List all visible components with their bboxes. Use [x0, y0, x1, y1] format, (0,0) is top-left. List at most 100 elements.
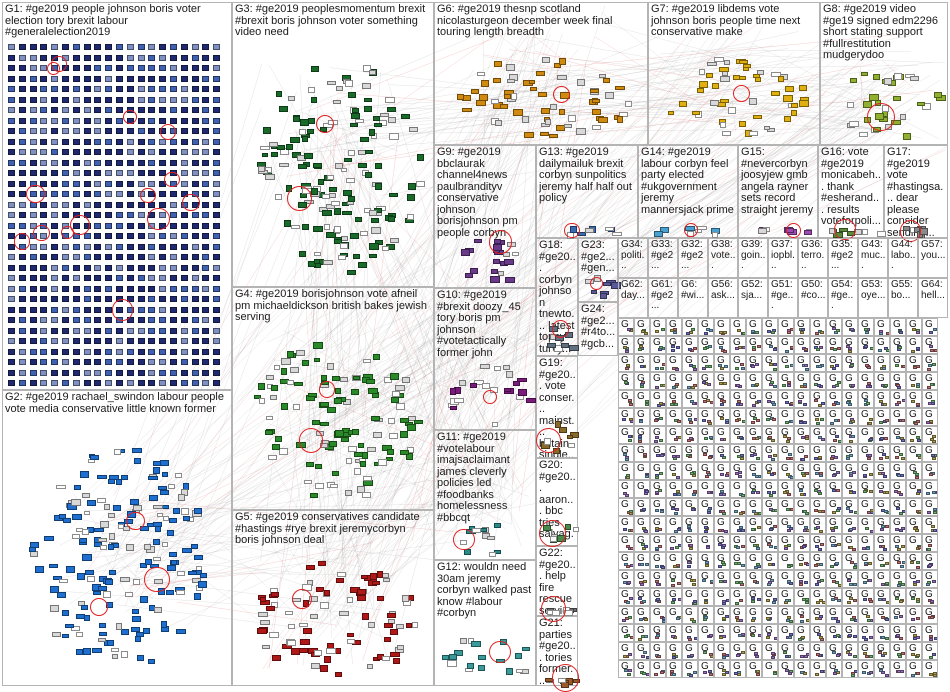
- small-group-label: G: [909, 374, 920, 385]
- node: [183, 516, 190, 522]
- node: [148, 44, 155, 50]
- node: [306, 565, 314, 570]
- small-group-label: G: [637, 464, 648, 475]
- small-group-panel: G: [874, 552, 890, 570]
- node: [132, 609, 140, 614]
- node: [84, 128, 91, 134]
- small-group-label: G: [797, 428, 808, 439]
- node: [84, 65, 91, 71]
- small-group-panel: G: [778, 588, 794, 606]
- small-group-label: G: [717, 608, 728, 619]
- node: [62, 370, 69, 376]
- node: [138, 212, 145, 218]
- small-group-label: G: [749, 608, 760, 619]
- node: [82, 529, 89, 535]
- small-group-label: G: [637, 482, 648, 493]
- node: [332, 376, 339, 381]
- small-group-label: G: [893, 644, 904, 655]
- small-group-label: G: [877, 428, 888, 439]
- node: [375, 163, 382, 170]
- node: [153, 522, 163, 527]
- node: [390, 238, 399, 243]
- node: [369, 210, 377, 216]
- small-group-label: G: [829, 536, 840, 547]
- small-group-panel: G: [714, 516, 730, 534]
- small-group-label: G33: #ge2...: [651, 240, 676, 272]
- node: [127, 212, 134, 218]
- node: [400, 431, 408, 438]
- node: [367, 664, 373, 669]
- node: [114, 449, 121, 455]
- node: [84, 97, 91, 103]
- node: [160, 490, 170, 495]
- node: [213, 191, 220, 197]
- node: [170, 97, 177, 103]
- node: [568, 443, 574, 448]
- small-group-label: G: [813, 482, 824, 493]
- small-group-panel: G: [650, 552, 666, 570]
- node: [181, 296, 188, 302]
- small-group-panel: G: [810, 606, 826, 624]
- small-group-panel: G: [634, 534, 650, 552]
- node: [73, 244, 80, 250]
- small-group-panel: G: [666, 606, 682, 624]
- small-group-label: G: [829, 644, 840, 655]
- node: [192, 149, 199, 155]
- node: [148, 107, 155, 113]
- small-group-panel: G: [874, 498, 890, 516]
- node: [322, 210, 332, 216]
- small-group-label: G: [733, 356, 744, 367]
- node: [159, 233, 166, 239]
- small-group-label: G: [845, 554, 856, 565]
- node: [62, 202, 69, 208]
- node: [479, 94, 488, 100]
- small-group-panel: G: [922, 426, 938, 444]
- small-group-panel: G: [906, 642, 922, 660]
- small-group-label: G: [637, 572, 648, 583]
- highlight-ring: [564, 223, 580, 239]
- small-group-panel: G: [666, 480, 682, 498]
- small-group-label: G: [781, 482, 792, 493]
- node: [140, 596, 149, 603]
- node: [181, 359, 188, 365]
- small-group-label: G: [877, 482, 888, 493]
- node: [513, 109, 523, 116]
- node: [148, 65, 155, 71]
- node: [138, 307, 145, 313]
- small-group-label: G57: you...: [921, 240, 946, 261]
- small-group-label: G: [765, 626, 776, 637]
- node: [192, 359, 199, 365]
- node: [51, 233, 58, 239]
- highlight-ring: [539, 520, 566, 547]
- node: [84, 380, 91, 386]
- small-group-label: G: [877, 518, 888, 529]
- small-group-panel: G: [778, 426, 794, 444]
- node: [51, 307, 58, 313]
- highlight-ring: [33, 225, 49, 241]
- node: [19, 170, 26, 176]
- small-group-panel: G: [922, 318, 938, 336]
- node: [363, 476, 373, 481]
- node: [192, 86, 199, 92]
- node: [467, 663, 474, 669]
- node: [138, 55, 145, 61]
- small-group-label: G: [637, 338, 648, 349]
- node: [93, 591, 101, 595]
- group-label-g7: G7: #ge2019 libdems vote johnson boris p…: [651, 4, 818, 39]
- node: [389, 133, 399, 140]
- node: [105, 380, 112, 386]
- small-group-label: G: [653, 554, 664, 565]
- node: [377, 571, 383, 578]
- small-group-label: G: [861, 500, 872, 511]
- node: [73, 44, 80, 50]
- node: [51, 160, 58, 166]
- node: [8, 370, 15, 376]
- small-group-label: G: [861, 644, 872, 655]
- small-group-panel: G: [730, 408, 746, 426]
- node: [170, 202, 177, 208]
- node: [170, 76, 177, 82]
- small-group-label: G: [685, 446, 696, 457]
- group-label-g24: G24: #ge2... #r4to... #gcb...: [581, 304, 616, 350]
- small-group-label: G: [669, 410, 680, 421]
- node: [320, 422, 329, 426]
